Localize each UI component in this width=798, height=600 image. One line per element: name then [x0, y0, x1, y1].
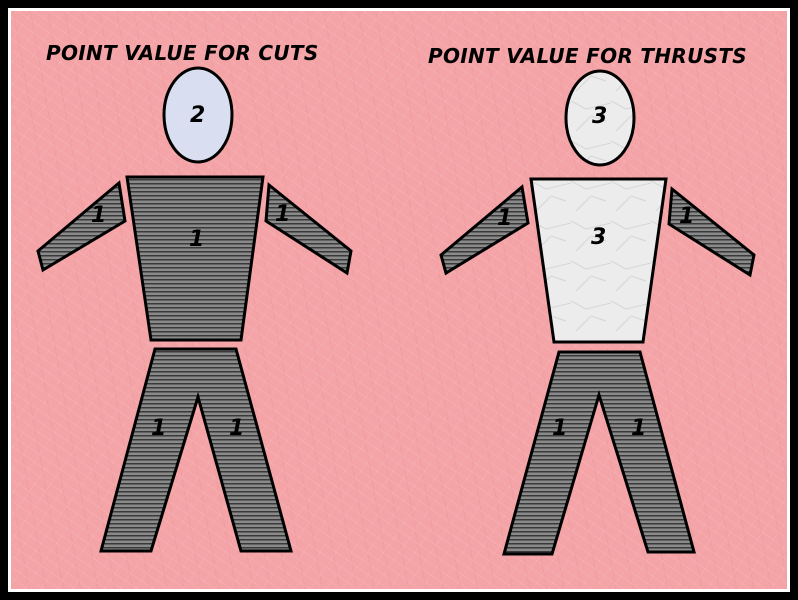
thrusts-head	[564, 69, 636, 167]
thrusts-title: POINT VALUE FOR THRUSTS	[428, 44, 747, 68]
cuts-left-arm	[36, 180, 127, 273]
thrusts-head-value: 3	[592, 104, 607, 129]
cuts-head	[162, 66, 234, 164]
thrusts-left-leg-value: 1	[552, 416, 567, 441]
thrusts-legs	[502, 350, 696, 556]
body-diagrams: 2 1 1 1 1 1 3 3 1 1	[36, 66, 756, 556]
cuts-legs	[99, 347, 293, 553]
thrusts-left-arm-value: 1	[497, 206, 512, 231]
cuts-figure: 2 1 1 1 1 1	[36, 66, 353, 553]
cuts-right-arm	[264, 182, 353, 276]
thrusts-left-arm	[439, 184, 530, 276]
cuts-torso-value: 1	[189, 227, 204, 252]
thrusts-right-arm	[667, 186, 756, 278]
cuts-torso	[125, 175, 265, 342]
thrusts-torso	[529, 177, 668, 344]
cuts-left-leg-value: 1	[151, 416, 166, 441]
cuts-right-leg-value: 1	[229, 416, 244, 441]
cuts-right-arm-value: 1	[275, 202, 290, 227]
thrusts-torso-value: 3	[591, 225, 606, 250]
cuts-title: POINT VALUE FOR CUTS	[46, 41, 319, 65]
cuts-left-arm-value: 1	[91, 203, 106, 228]
thrusts-figure: 3 3 1 1 1 1	[439, 69, 756, 556]
diagram-panel: POINT VALUE FOR CUTS POINT VALUE FOR THR…	[11, 11, 787, 589]
thrusts-right-leg-value: 1	[631, 416, 646, 441]
cuts-head-value: 2	[190, 103, 205, 128]
thrusts-right-arm-value: 1	[679, 204, 694, 229]
